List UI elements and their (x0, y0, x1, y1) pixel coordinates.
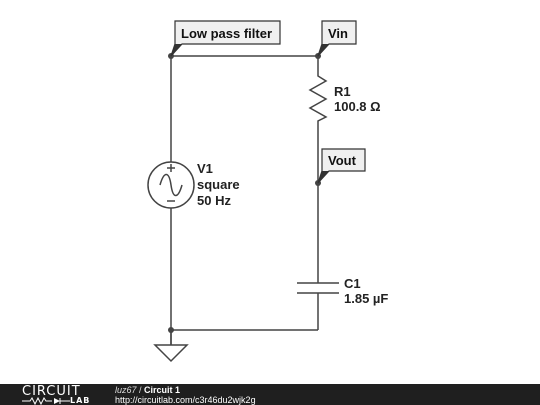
r1-value-label: 100.8 Ω (334, 99, 381, 114)
tag-low-pass-filter: Low pass filter (170, 20, 281, 57)
c1-name-label: C1 (344, 276, 361, 291)
capacitor-c1-icon (297, 282, 339, 294)
logo-wordmark: CIRCUIT (22, 384, 81, 399)
c1-value-label: 1.85 µF (344, 291, 388, 306)
circuit-title-link[interactable]: Circuit 1 (144, 385, 181, 395)
circuitlab-logo[interactable]: CIRCUIT LAB (22, 385, 122, 405)
tag-low-pass-filter-label: Low pass filter (181, 26, 272, 41)
r1-name-label: R1 (334, 84, 351, 99)
author-link[interactable]: luz67 (115, 385, 137, 395)
voltage-source-v1-icon (147, 161, 195, 209)
ground-icon (153, 330, 189, 363)
logo-lab-text: LAB (70, 396, 91, 405)
logo-resistor-icon (22, 397, 70, 405)
circuit-schematic: Low pass filter Vin Vout R1 100.8 Ω V1 s… (147, 20, 388, 363)
footer-bar: CIRCUIT LAB luz67 / Circuit 1 http://cir… (0, 384, 540, 405)
v1-freq-label: 50 Hz (197, 193, 231, 208)
tag-vin-label: Vin (328, 26, 348, 41)
resistor-r1-icon (308, 70, 328, 124)
title-separator: / (136, 385, 145, 395)
wires (170, 55, 319, 345)
circuit-url-link[interactable]: http://circuitlab.com/c3r46du2wjk2g (115, 395, 256, 405)
v1-type-label: square (197, 177, 240, 192)
tag-vout-label: Vout (328, 153, 357, 168)
tag-vout: Vout (317, 148, 366, 184)
tag-vin: Vin (317, 20, 357, 57)
circuit-meta: luz67 / Circuit 1 http://circuitlab.com/… (115, 385, 256, 405)
v1-name-label: V1 (197, 161, 213, 176)
